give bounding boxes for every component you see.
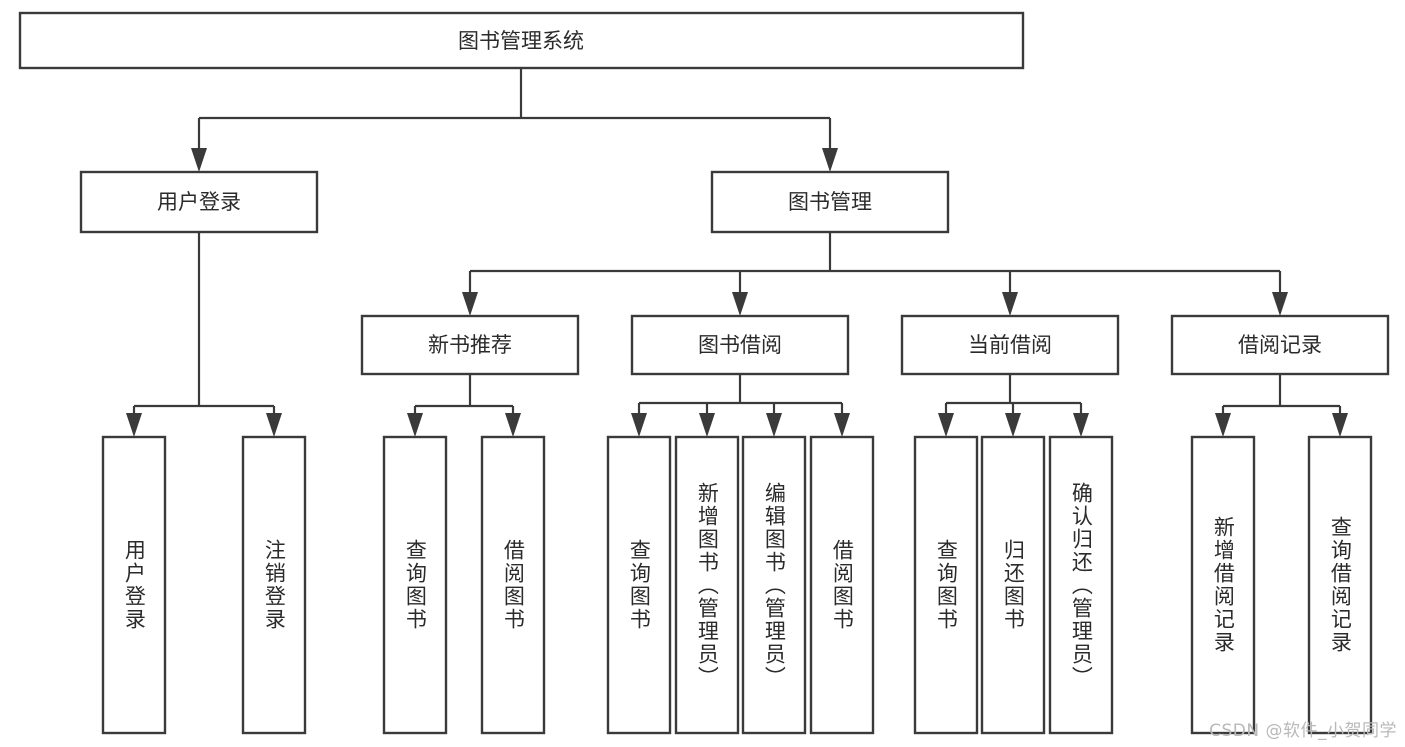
arrow-leaf-user-login-1 <box>126 413 142 437</box>
node-book-borrow-label: 图书借阅 <box>698 333 782 357</box>
node-book-management[interactable]: 图书管理 <box>710 170 950 234</box>
node-current-borrow-label: 当前借阅 <box>968 333 1052 357</box>
watermark-text: CSDN @软件_小贺同学 <box>1209 721 1397 741</box>
node-borrow-record-box <box>1170 314 1390 376</box>
arrow-leaf-current-borrow-3 <box>1073 413 1089 437</box>
leaf-box-new-book-1[interactable] <box>382 435 448 735</box>
arrow-new-book <box>462 292 478 316</box>
node-current-borrow[interactable]: 当前借阅 <box>900 314 1120 376</box>
arrow-leaf-current-borrow-1 <box>938 413 954 437</box>
node-book-borrow[interactable]: 图书借阅 <box>630 314 850 376</box>
arrow-leaf-new-book-1 <box>407 413 423 437</box>
node-user-login-label: 用户登录 <box>157 190 241 214</box>
arrow-leaf-book-borrow-3 <box>766 413 782 437</box>
node-root-box <box>18 11 1025 70</box>
arrow-leaf-borrow-record-2 <box>1332 413 1348 437</box>
node-borrow-record-label: 借阅记录 <box>1238 333 1322 357</box>
leaf-box-current-borrow-1[interactable] <box>913 435 979 735</box>
arrow-leaf-borrow-record-1 <box>1215 413 1231 437</box>
node-new-book-recommend-label: 新书推荐 <box>428 333 512 357</box>
leaf-box-book-borrow-1[interactable] <box>606 435 672 735</box>
arrow-borrow-record <box>1272 292 1288 316</box>
node-root-label: 图书管理系统 <box>458 29 584 53</box>
leaf-box-borrow-record-1[interactable] <box>1190 435 1256 735</box>
node-book-management-label: 图书管理 <box>788 190 872 214</box>
arrow-userlogin <box>191 148 207 172</box>
node-user-login[interactable]: 用户登录 <box>79 170 319 234</box>
leaf-box-borrow-record-2[interactable] <box>1307 435 1373 735</box>
leaf-box-current-borrow-3[interactable] <box>1048 435 1114 735</box>
arrow-leaf-new-book-2 <box>505 413 521 437</box>
node-root[interactable]: 图书管理系统 <box>18 11 1025 70</box>
leaf-box-book-borrow-4[interactable] <box>809 435 875 735</box>
arrow-leaf-book-borrow-2 <box>699 413 715 437</box>
node-current-borrow-box <box>900 314 1120 376</box>
leaf-box-book-borrow-2[interactable] <box>674 435 740 735</box>
arrow-leaf-book-borrow-1 <box>631 413 647 437</box>
node-book-borrow-box <box>630 314 850 376</box>
leaf-box-current-borrow-2[interactable] <box>980 435 1046 735</box>
leaf-box-new-book-2[interactable] <box>480 435 546 735</box>
arrow-book-borrow <box>732 292 748 316</box>
node-new-book-recommend-box <box>360 314 580 376</box>
node-borrow-record[interactable]: 借阅记录 <box>1170 314 1390 376</box>
arrow-bookmgmt <box>822 148 838 172</box>
leaf-box-user-login-2[interactable] <box>241 435 307 735</box>
node-new-book-recommend[interactable]: 新书推荐 <box>360 314 580 376</box>
arrow-leaf-current-borrow-2 <box>1005 413 1021 437</box>
leaf-box-book-borrow-3[interactable] <box>741 435 807 735</box>
arrow-current-borrow <box>1002 292 1018 316</box>
node-book-management-box <box>710 170 950 234</box>
leaf-box-user-login-1[interactable] <box>101 435 167 735</box>
arrow-leaf-book-borrow-4 <box>834 413 850 437</box>
arrow-leaf-user-login-2 <box>266 413 282 437</box>
